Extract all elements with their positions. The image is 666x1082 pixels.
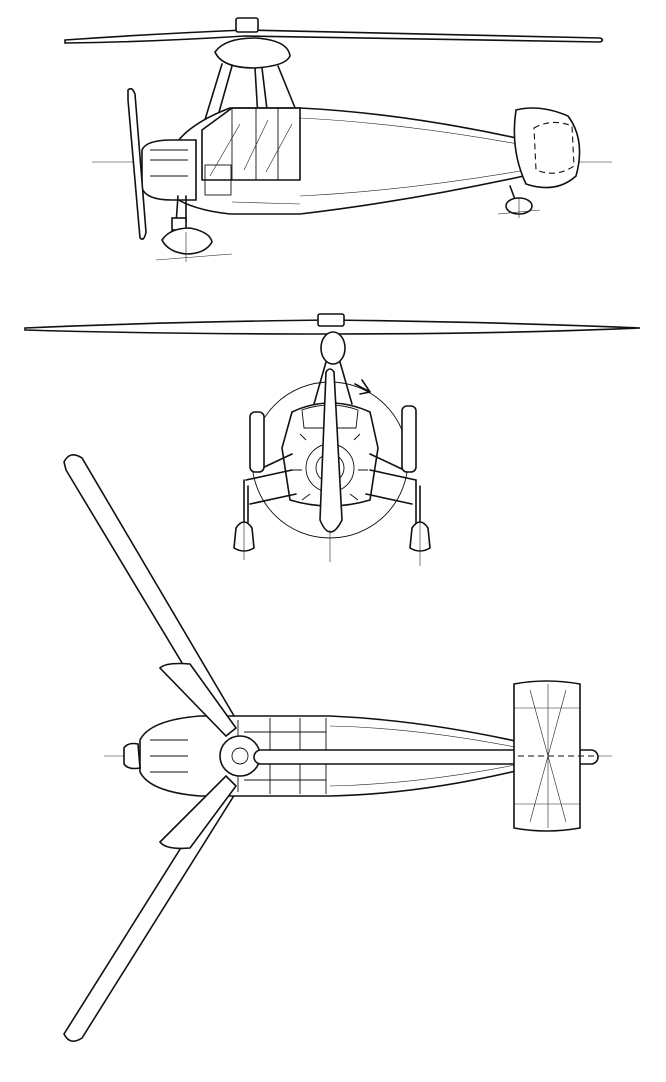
- side-engine-cowling: [141, 139, 197, 201]
- top-rotor-blade-2: [63, 774, 242, 1042]
- side-rotor-hub: [235, 17, 259, 33]
- side-tail-fin: [513, 107, 581, 189]
- side-rotor-blade: [64, 29, 604, 44]
- front-rotor-blade: [24, 319, 641, 335]
- front-view: [24, 313, 641, 566]
- front-right-surface: [401, 405, 417, 473]
- top-rotor-blade-3: [253, 749, 599, 765]
- side-fuselage: [171, 107, 561, 215]
- side-main-wheel: [161, 227, 213, 255]
- top-view: [63, 454, 612, 1042]
- front-left-surface: [249, 411, 265, 473]
- side-view: [64, 17, 612, 262]
- front-propeller-blade: [319, 368, 343, 533]
- side-pylon-fairing: [214, 37, 291, 69]
- top-rotor-blade-1: [63, 454, 242, 738]
- side-propeller: [127, 87, 147, 240]
- top-tail-surface: [513, 680, 581, 832]
